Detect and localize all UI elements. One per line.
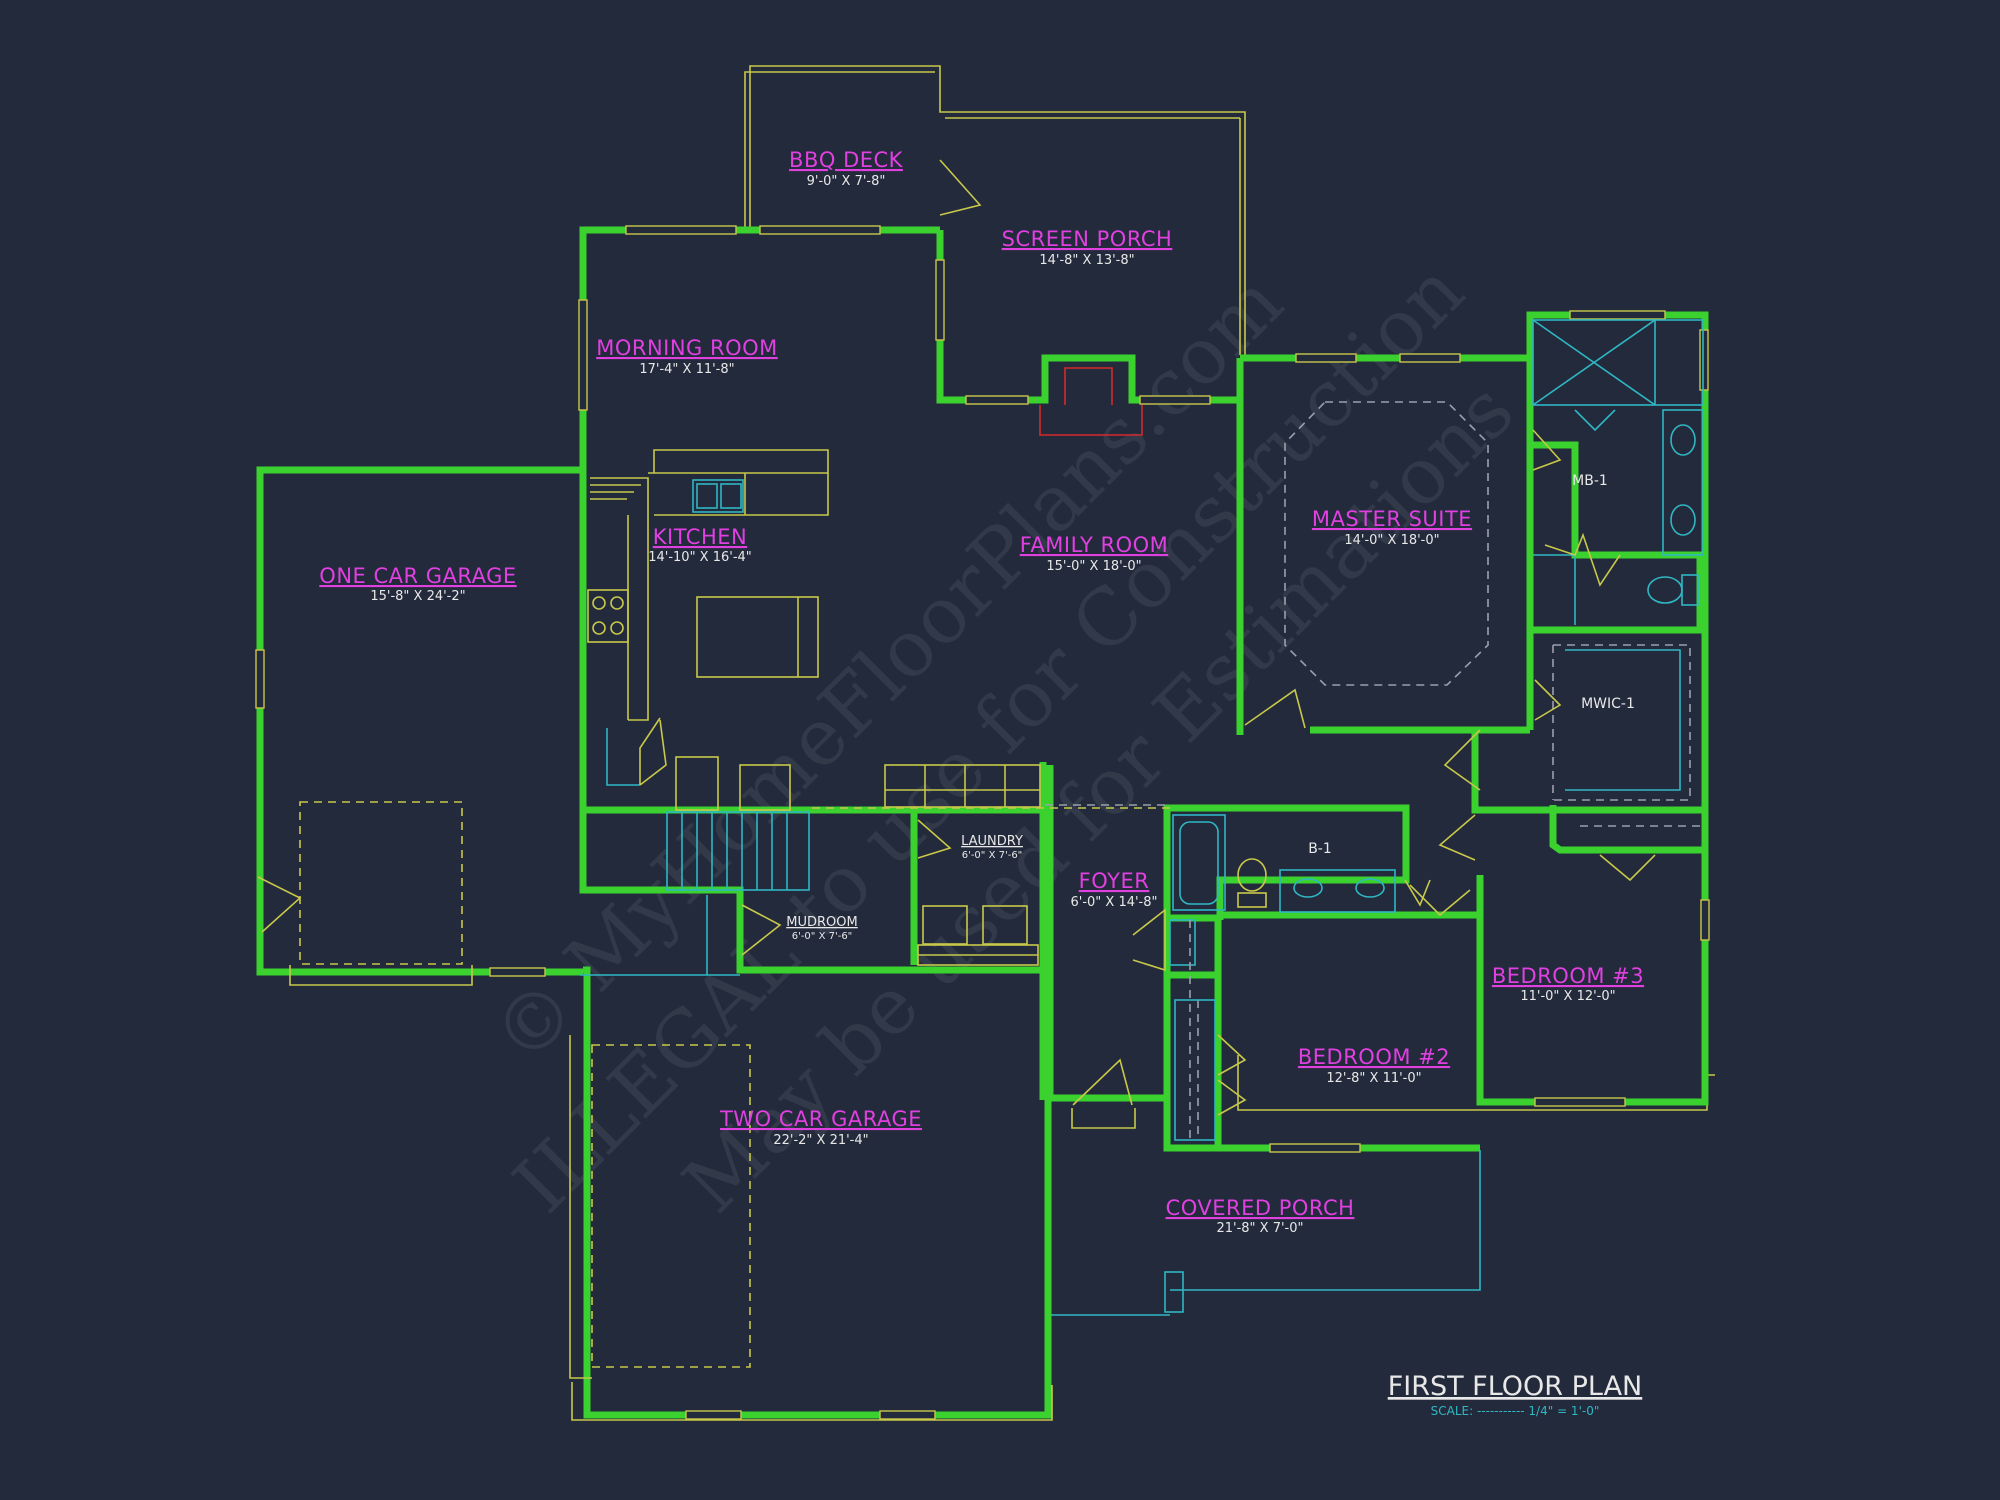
bath-b1-fixtures <box>1172 814 1476 917</box>
master-suite-dims: 14'-0" X 18'-0" <box>1344 533 1439 548</box>
mb1-label: MB-1 <box>1572 473 1608 489</box>
one-car-garage-dims: 15'-8" X 24'-2" <box>370 589 465 604</box>
room-labels: BBQ DECK 9'-0" X 7'-8" SCREEN PORCH 14'-… <box>319 148 1644 1236</box>
screen-porch-dims: 14'-8" X 13'-8" <box>1039 253 1134 268</box>
bbq-deck-label: BBQ DECK <box>789 148 904 172</box>
covered-porch-label: COVERED PORCH <box>1166 1196 1355 1220</box>
foyer-dims: 6'-0" X 14'-8" <box>1070 895 1157 910</box>
laundry-fixtures <box>580 819 1039 976</box>
deck-and-porch-outlines <box>744 65 1715 1316</box>
plan-title: FIRST FLOOR PLAN <box>1388 1371 1643 1402</box>
stairs <box>666 804 1170 891</box>
family-room-label: FAMILY ROOM <box>1020 533 1169 557</box>
bedroom-3-label: BEDROOM #3 <box>1492 964 1644 988</box>
kitchen-label: KITCHEN <box>653 525 748 549</box>
master-suite-fixtures <box>1244 319 1705 882</box>
laundry-label: LAUNDRY <box>961 834 1023 849</box>
two-car-garage-label: TWO CAR GARAGE <box>719 1107 922 1131</box>
mudroom-dims: 6'-0" X 7'-6" <box>792 931 853 942</box>
screen-porch-label: SCREEN PORCH <box>1002 227 1173 251</box>
mudroom-label: MUDROOM <box>786 915 857 930</box>
bbq-deck-dims: 9'-0" X 7'-8" <box>807 174 886 189</box>
bedroom-3-dims: 11'-0" X 12'-0" <box>1520 989 1615 1004</box>
covered-porch-dims: 21'-8" X 7'-0" <box>1216 1221 1303 1236</box>
fireplace <box>1039 367 1143 436</box>
plan-scale: SCALE: ----------- 1/4" = 1'-0" <box>1431 1404 1600 1418</box>
kitchen-cabinets <box>587 449 1041 811</box>
one-car-garage-label: ONE CAR GARAGE <box>319 564 516 588</box>
master-suite-label: MASTER SUITE <box>1312 507 1472 531</box>
foyer-entry <box>1071 908 1199 1140</box>
mwic1-label: MWIC-1 <box>1581 696 1635 712</box>
title-block: FIRST FLOOR PLAN SCALE: ----------- 1/4"… <box>1388 1371 1643 1418</box>
foyer-label: FOYER <box>1079 869 1150 893</box>
garage-door-outlines <box>257 801 1053 1421</box>
morning-room-dims: 17'-4" X 11'-8" <box>639 362 734 377</box>
laundry-dims: 6'-0" X 7'-6" <box>962 850 1023 861</box>
family-room-dims: 15'-0" X 18'-0" <box>1046 559 1141 574</box>
bedroom2-closet <box>1174 999 1247 1141</box>
bedroom-2-dims: 12'-8" X 11'-0" <box>1326 1071 1421 1086</box>
kitchen-dims: 14'-10" X 16'-4" <box>648 550 752 565</box>
two-car-garage-dims: 22'-2" X 21'-4" <box>773 1133 868 1148</box>
windows <box>255 225 1710 1420</box>
b1-label: B-1 <box>1308 841 1332 857</box>
morning-room-label: MORNING ROOM <box>596 336 778 360</box>
bedroom-2-label: BEDROOM #2 <box>1298 1045 1450 1069</box>
